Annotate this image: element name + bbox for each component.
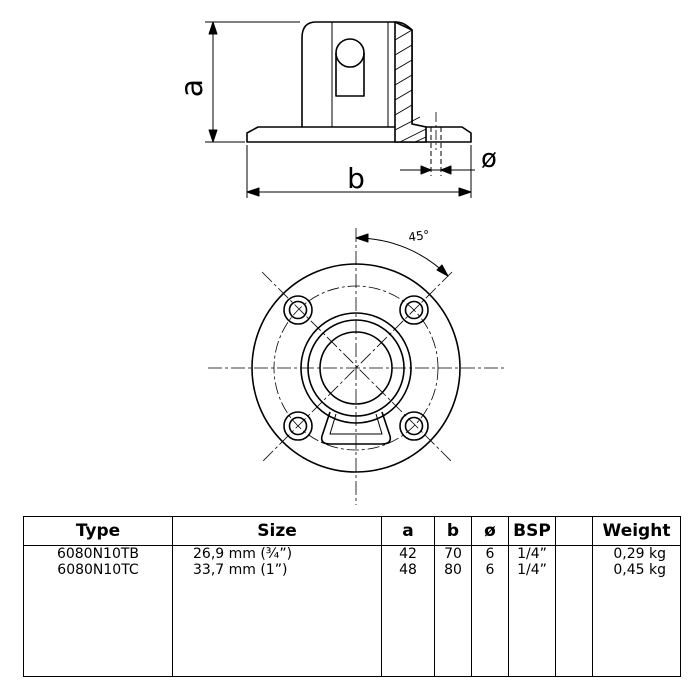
table-row: 6080N10TC 33,7 mm (1”) 48 80 6 1/4” 0,45…	[23, 562, 681, 578]
table-filler-row	[23, 578, 681, 677]
header-bsp: BSP	[508, 516, 556, 546]
side-view	[246, 21, 472, 176]
cell-bsp: 1/4”	[508, 562, 556, 578]
dimension-diameter	[400, 165, 475, 175]
cell-weight: 0,29 kg	[592, 545, 681, 562]
header-size: Size	[172, 516, 382, 546]
spec-table: Type Size a b ø BSP Weight 6080N10TB 26,…	[23, 516, 681, 677]
table-row: 6080N10TB 26,9 mm (¾”) 42 70 6 1/4” 0,29…	[23, 545, 681, 562]
header-type: Type	[23, 516, 173, 546]
cell-diameter: 6	[471, 562, 509, 578]
cell-b: 80	[434, 562, 472, 578]
header-a: a	[381, 516, 435, 546]
cell-type: 6080N10TB	[23, 545, 173, 562]
cell-bsp: 1/4”	[508, 545, 556, 562]
header-diameter: ø	[471, 516, 509, 546]
cell-type: 6080N10TC	[23, 562, 173, 578]
cell-diameter: 6	[471, 545, 509, 562]
cell-a: 42	[381, 545, 435, 562]
cell-size: 33,7 mm (1”)	[172, 562, 382, 578]
cell-size: 26,9 mm (¾”)	[172, 545, 382, 562]
dimension-b	[246, 145, 472, 198]
cell-b: 70	[434, 545, 472, 562]
cell-blank	[555, 545, 593, 562]
dimension-a	[205, 21, 300, 143]
cell-weight: 0,45 kg	[592, 562, 681, 578]
header-b: b	[434, 516, 472, 546]
label-diameter: ø	[481, 144, 497, 174]
technical-drawing: a b ø 45°	[175, 21, 505, 505]
cell-a: 48	[381, 562, 435, 578]
cell-blank	[555, 562, 593, 578]
label-angle: 45°	[407, 228, 430, 245]
label-a: a	[175, 79, 210, 97]
header-weight: Weight	[592, 516, 681, 546]
header-blank	[555, 516, 593, 546]
top-view	[208, 228, 505, 505]
table-header-row: Type Size a b ø BSP Weight	[23, 516, 681, 546]
label-b: b	[347, 162, 365, 195]
